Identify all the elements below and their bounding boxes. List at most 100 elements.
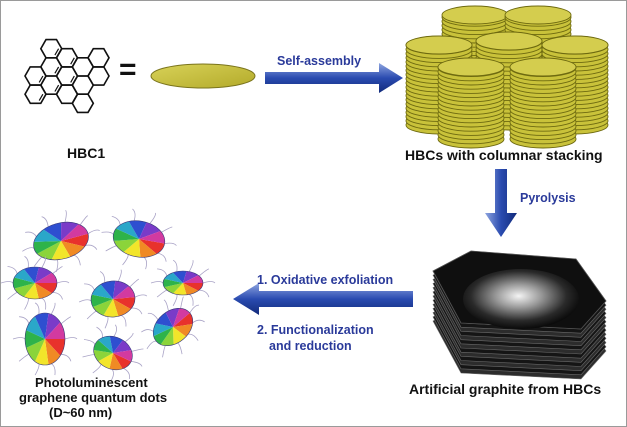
dot-outline [93,335,133,371]
quantum-dot [150,259,216,306]
dot-outline [12,266,58,300]
dot-color-slice [153,323,173,337]
double-bond [54,48,60,56]
qd-label-line3: (D~60 nm) [49,405,113,420]
ligand-chain [24,298,29,310]
dot-color-slice [113,353,132,369]
dot-color-slice [61,224,89,241]
quantum-dot [1,256,70,310]
ligand-chain [83,339,96,345]
dot-color-slice [139,239,157,258]
quantum-dot [12,302,78,376]
double-bond [38,75,44,83]
dot-color-slice [109,353,123,370]
dot-color-slice [100,281,116,299]
dot-color-slice [160,327,174,346]
ligand-chain [129,278,140,288]
step2-label-line2: and reduction [269,339,352,353]
ligand-chain [87,229,100,235]
dot-color-slice [153,327,173,345]
dot-color-slice [24,283,39,300]
ligand-chain [164,242,177,246]
ligand-chain [188,294,194,306]
ligand-chain [146,340,157,350]
ligand-chain [131,361,143,367]
disc-column [437,57,505,149]
dot-outline [90,280,136,318]
dot-color-slice [173,312,193,327]
dot-color-slice [12,277,35,289]
quantum-dot [78,269,148,329]
ligand-chain [105,245,117,252]
ligand-chain [121,315,127,327]
dot-color-slice [35,313,49,339]
dot-color-slice [162,278,183,288]
ligand-chain [132,208,136,221]
ligand-chain [131,307,143,315]
ligand-chain [86,310,97,320]
dot-color-slice [37,241,61,260]
ligand-chain [19,316,30,324]
stack-top-disc [405,35,473,55]
dot-color-slice [183,283,203,291]
ligand-chain [124,333,134,343]
dot-color-slice [173,324,193,337]
stack-top-disc [541,35,609,55]
ligand-chain [7,292,18,300]
ligand-chain [1,281,14,284]
ligand-chain [143,256,148,270]
ligand-chain [34,302,40,315]
ligand-chain [73,254,81,266]
dot-color-slice [33,241,61,254]
stack-top-disc [475,31,543,51]
ligand-chain [192,319,205,324]
equals-sign: = [119,53,137,86]
ligand-chain [61,353,72,362]
dot-color-slice [14,269,36,283]
dot-color-slice [26,339,45,362]
ligand-chain [22,247,35,252]
ligand-chain [202,281,216,284]
ligand-chain [99,271,106,283]
columnar-label: HBCs with columnar stacking [405,147,603,163]
single-disc [150,63,256,89]
dot-color-slice [173,327,187,345]
dot-color-slice [113,239,139,253]
dot-color-slice [164,272,183,283]
ligand-chain [188,260,194,272]
dot-outline [112,220,166,258]
dot-color-slice [173,283,187,295]
ligand-chain [25,231,37,237]
ligand-chain [52,292,63,300]
dot-color-slice [155,312,173,327]
ligand-chain [157,252,167,262]
dot-color-slice [35,283,52,299]
self-assembly-arrow [265,63,403,93]
ligand-chain [141,329,154,333]
dot-color-slice [113,297,135,310]
ligand-chain [172,294,178,306]
dot-outline [33,221,89,261]
ligand-chain [180,296,184,309]
dot-color-slice [164,283,183,294]
dot-color-slice [35,283,58,294]
dot-color-slice [61,222,79,241]
ligand-chain [92,364,102,374]
hbc1-molecule [24,38,110,114]
benzene-ring [24,84,47,105]
qd-label-line2: graphene quantum dots [19,390,168,405]
ligand-chain [123,368,131,379]
dot-color-slice [51,241,71,260]
double-bond [54,66,60,74]
ligand-chain [172,259,178,272]
dot-color-slice [98,336,113,353]
dot-color-slice [61,241,85,257]
ligand-chain [150,281,164,284]
quantum-dot [101,208,177,270]
ligand-chain [161,226,173,233]
ligand-chain [101,231,114,235]
ligand-chain [117,269,122,282]
ligand-chain [131,348,144,352]
ligand-chain [111,215,121,225]
